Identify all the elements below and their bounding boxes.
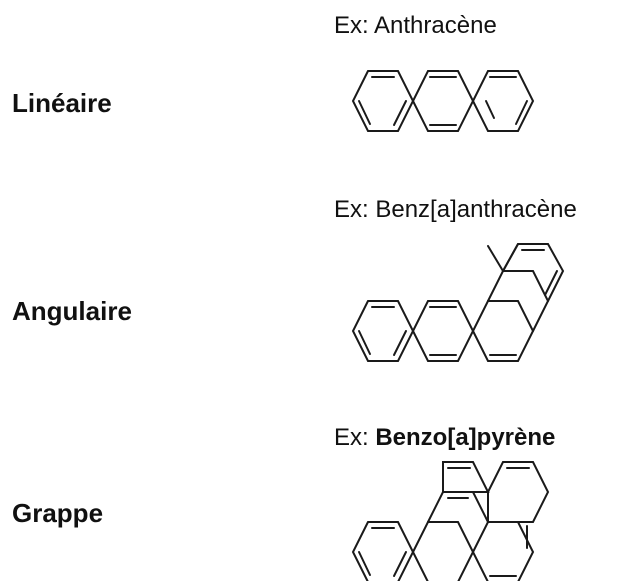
category-label-grappe: Grappe	[12, 498, 104, 528]
example-prefix: Ex:	[334, 424, 376, 451]
category-label-angulaire: Angulaire	[12, 296, 132, 326]
benz-a-anthracene-structure	[351, 243, 565, 362]
example-label-benz-a-anthracene: Ex: Benz[a]anthracène	[334, 196, 577, 224]
benzo-a-pyrene-structure	[351, 461, 550, 581]
example-name: Benz[a]anthracène	[375, 196, 577, 223]
example-prefix: Ex:	[334, 12, 375, 39]
example-label-anthracene: Ex: Anthracène	[334, 12, 497, 40]
example-label-benzo-a-pyrene: Ex: Benzo[a]pyrène	[334, 424, 555, 452]
example-name: Benzo[a]pyrène	[375, 424, 556, 451]
anthracene-structure	[351, 70, 535, 132]
example-name: Anthracène	[374, 12, 497, 39]
category-label-lineaire: Linéaire	[12, 88, 112, 118]
example-prefix: Ex:	[334, 196, 376, 223]
